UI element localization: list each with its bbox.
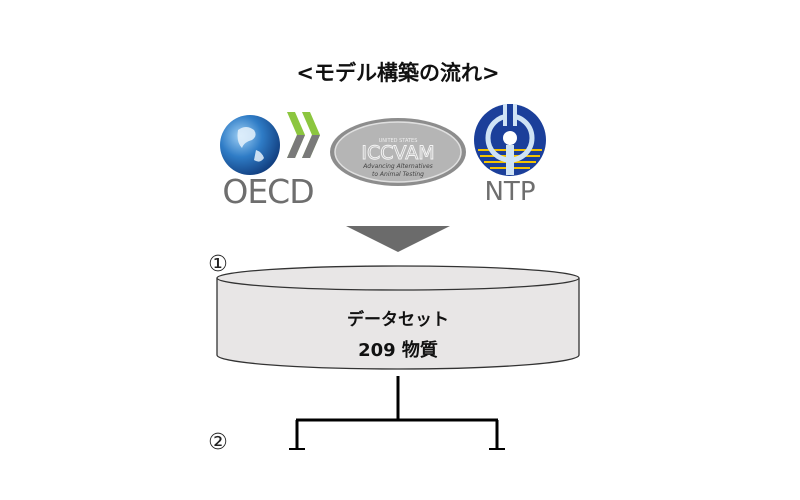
- diagram-title: <モデル構築の流れ>: [296, 61, 499, 85]
- iccvam-logo: UNITED STATES ICCVAM Advancing Alternati…: [330, 118, 466, 186]
- globe-continents: [237, 127, 264, 162]
- step1-marker: ①: [208, 252, 228, 277]
- dataset-count: 209 物質: [358, 339, 438, 361]
- cylinder-body: [216, 278, 580, 370]
- cylinder-top: [216, 265, 580, 291]
- globe-icon: [220, 115, 280, 175]
- iccvam-text: ICCVAM: [361, 142, 434, 164]
- branch-connector: [289, 376, 505, 450]
- step2-marker: ②: [208, 430, 228, 455]
- iccvam-badge-inner: [334, 121, 462, 183]
- oecd-logo-text: OECD: [222, 172, 313, 211]
- dataset-cylinder: データセット 209 物質: [216, 265, 580, 370]
- ntp-emblem-icon: [503, 131, 517, 145]
- iccvam-top-text: UNITED STATES: [379, 138, 418, 144]
- dataset-label: データセット: [347, 309, 449, 330]
- down-arrow-icon: [346, 226, 450, 252]
- ntp-stem-inner: [507, 104, 513, 126]
- iccvam-sub2: to Animal Testing: [372, 171, 424, 178]
- ntp-stem-lower: [506, 145, 514, 175]
- oecd-logo: OECD: [220, 112, 320, 211]
- oecd-chevron-shade: [302, 135, 320, 158]
- iccvam-sub1: Advancing Alternatives: [362, 163, 433, 170]
- oecd-chevron-shade: [287, 135, 305, 158]
- ntp-logo: NTP: [474, 104, 546, 207]
- ntp-logo-text: NTP: [484, 177, 535, 207]
